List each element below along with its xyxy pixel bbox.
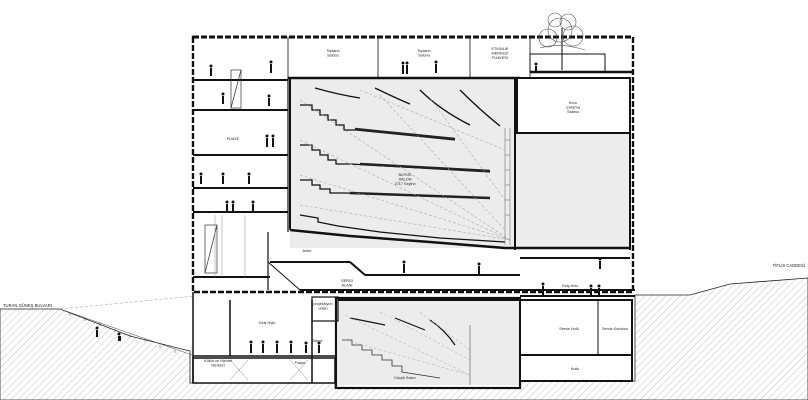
cloak-xboxes [229, 359, 309, 381]
label-line: Salonu [418, 54, 430, 58]
label-foyer: FUAYE [227, 137, 240, 141]
label-entrance-hall-right: Giriş Holü [562, 284, 579, 288]
label-service-hall: Servis Holü [559, 327, 578, 331]
label-line: SERGİ [341, 278, 353, 283]
label-line: ETKİNLİK [492, 46, 509, 51]
foyer-columns [214, 215, 246, 277]
label-line: 2717 Seyirci [395, 182, 416, 186]
slope-guide [59, 295, 196, 310]
label-line: Servis Holü [559, 327, 578, 331]
label-line: Giriş Holü [259, 321, 276, 325]
label-line: MERKEZİ [492, 51, 509, 56]
stage-tower [504, 128, 511, 245]
label-line: Koro [569, 101, 577, 105]
roof-tree-icon [538, 12, 586, 70]
label-service-corridor: Servis Koridoru [602, 327, 628, 331]
label-line: Toplantı [417, 49, 430, 53]
mid-level-slabs [270, 257, 635, 301]
label-line: odası [318, 307, 327, 311]
label-line: Merkezi [211, 364, 224, 368]
outdoor-steps [59, 308, 196, 357]
label-line: SALON [399, 178, 412, 182]
small-hall-fill [338, 300, 518, 385]
sight-lines [299, 89, 511, 241]
balcony-fronts [349, 127, 491, 200]
small-hall-seating [342, 339, 441, 379]
label-line: BÜYÜK [398, 173, 412, 177]
label-line: projeksiyon [313, 302, 332, 306]
label-line: Fuaye [295, 361, 306, 365]
label-line: Antre [302, 249, 311, 253]
label-line: Giriş Holü [562, 284, 579, 288]
label-line: Kültür ve Hizmet [204, 359, 233, 363]
label-line: Toplantı [326, 49, 339, 53]
label-line: Çalışma [566, 106, 581, 110]
people-figures [95, 60, 602, 353]
street-label-right: TİFLİS CADDESİ [773, 263, 805, 268]
kulis-box [519, 354, 633, 382]
street-label-left: TURAN GÜNEŞ BULVARI [3, 303, 52, 308]
foyer-walls [267, 78, 289, 290]
main-hall-floor [289, 228, 506, 250]
escalators [204, 69, 242, 274]
label-line: Sahne [312, 339, 323, 343]
label-line: Salonu [567, 110, 579, 114]
label-small-hall: Küçük Salon [394, 376, 415, 380]
label-foyer-small: Fuaye [295, 361, 306, 365]
label-line: Küçük Salon [394, 376, 415, 380]
label-stage: Sahne [312, 339, 323, 343]
lower-left-structure [192, 292, 336, 384]
label-line: Salonu [327, 54, 339, 58]
roof-planter [529, 53, 606, 73]
label-line: ALANI [342, 284, 353, 288]
label-line: FUAYE [227, 137, 240, 141]
label-line: Servis Koridoru [602, 327, 628, 331]
foyer-slabs [193, 79, 288, 278]
label-antre: Antre [302, 249, 311, 253]
label-line: Kulis [571, 367, 579, 371]
choir-room [516, 77, 631, 134]
small-hall-sight-lines [344, 311, 471, 376]
acoustic-reflectors [314, 87, 501, 127]
antre-ramp [267, 261, 301, 291]
label-kulis: Kulis [571, 367, 579, 371]
label-line: FUAYESİ [492, 55, 508, 60]
label-entrance-hall: Giriş Holü [259, 321, 276, 325]
